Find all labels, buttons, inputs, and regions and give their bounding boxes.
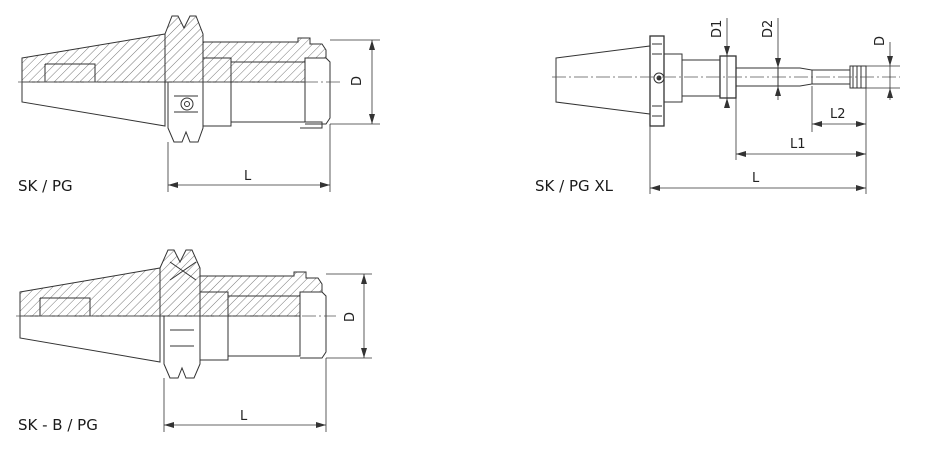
dim-d1-label: D1 [710,20,725,38]
dim-l1-label: L1 [790,137,806,152]
dim-l2-label: L2 [830,107,846,122]
drawing-sk-pg-xl: D1 D2 D L2 L1 L [552,18,900,194]
drawing-sk-b-pg: D L [16,249,372,432]
dim-d2-label: D2 [761,20,776,38]
dim-l-b-label: L [240,409,248,424]
caption-sk-pg-xl: SK / PG XL [535,177,614,195]
dim-d-label: D [350,76,365,86]
drawing-sk-pg: D L [18,15,380,192]
caption-sk-b-pg: SK - B / PG [18,416,98,434]
caption-sk-pg: SK / PG [18,177,73,195]
dim-l-label: L [244,169,252,184]
dim-d-b-label: D [343,312,358,322]
dim-d-xl-label: D [873,36,888,46]
dim-l-xl-label: L [752,171,760,186]
